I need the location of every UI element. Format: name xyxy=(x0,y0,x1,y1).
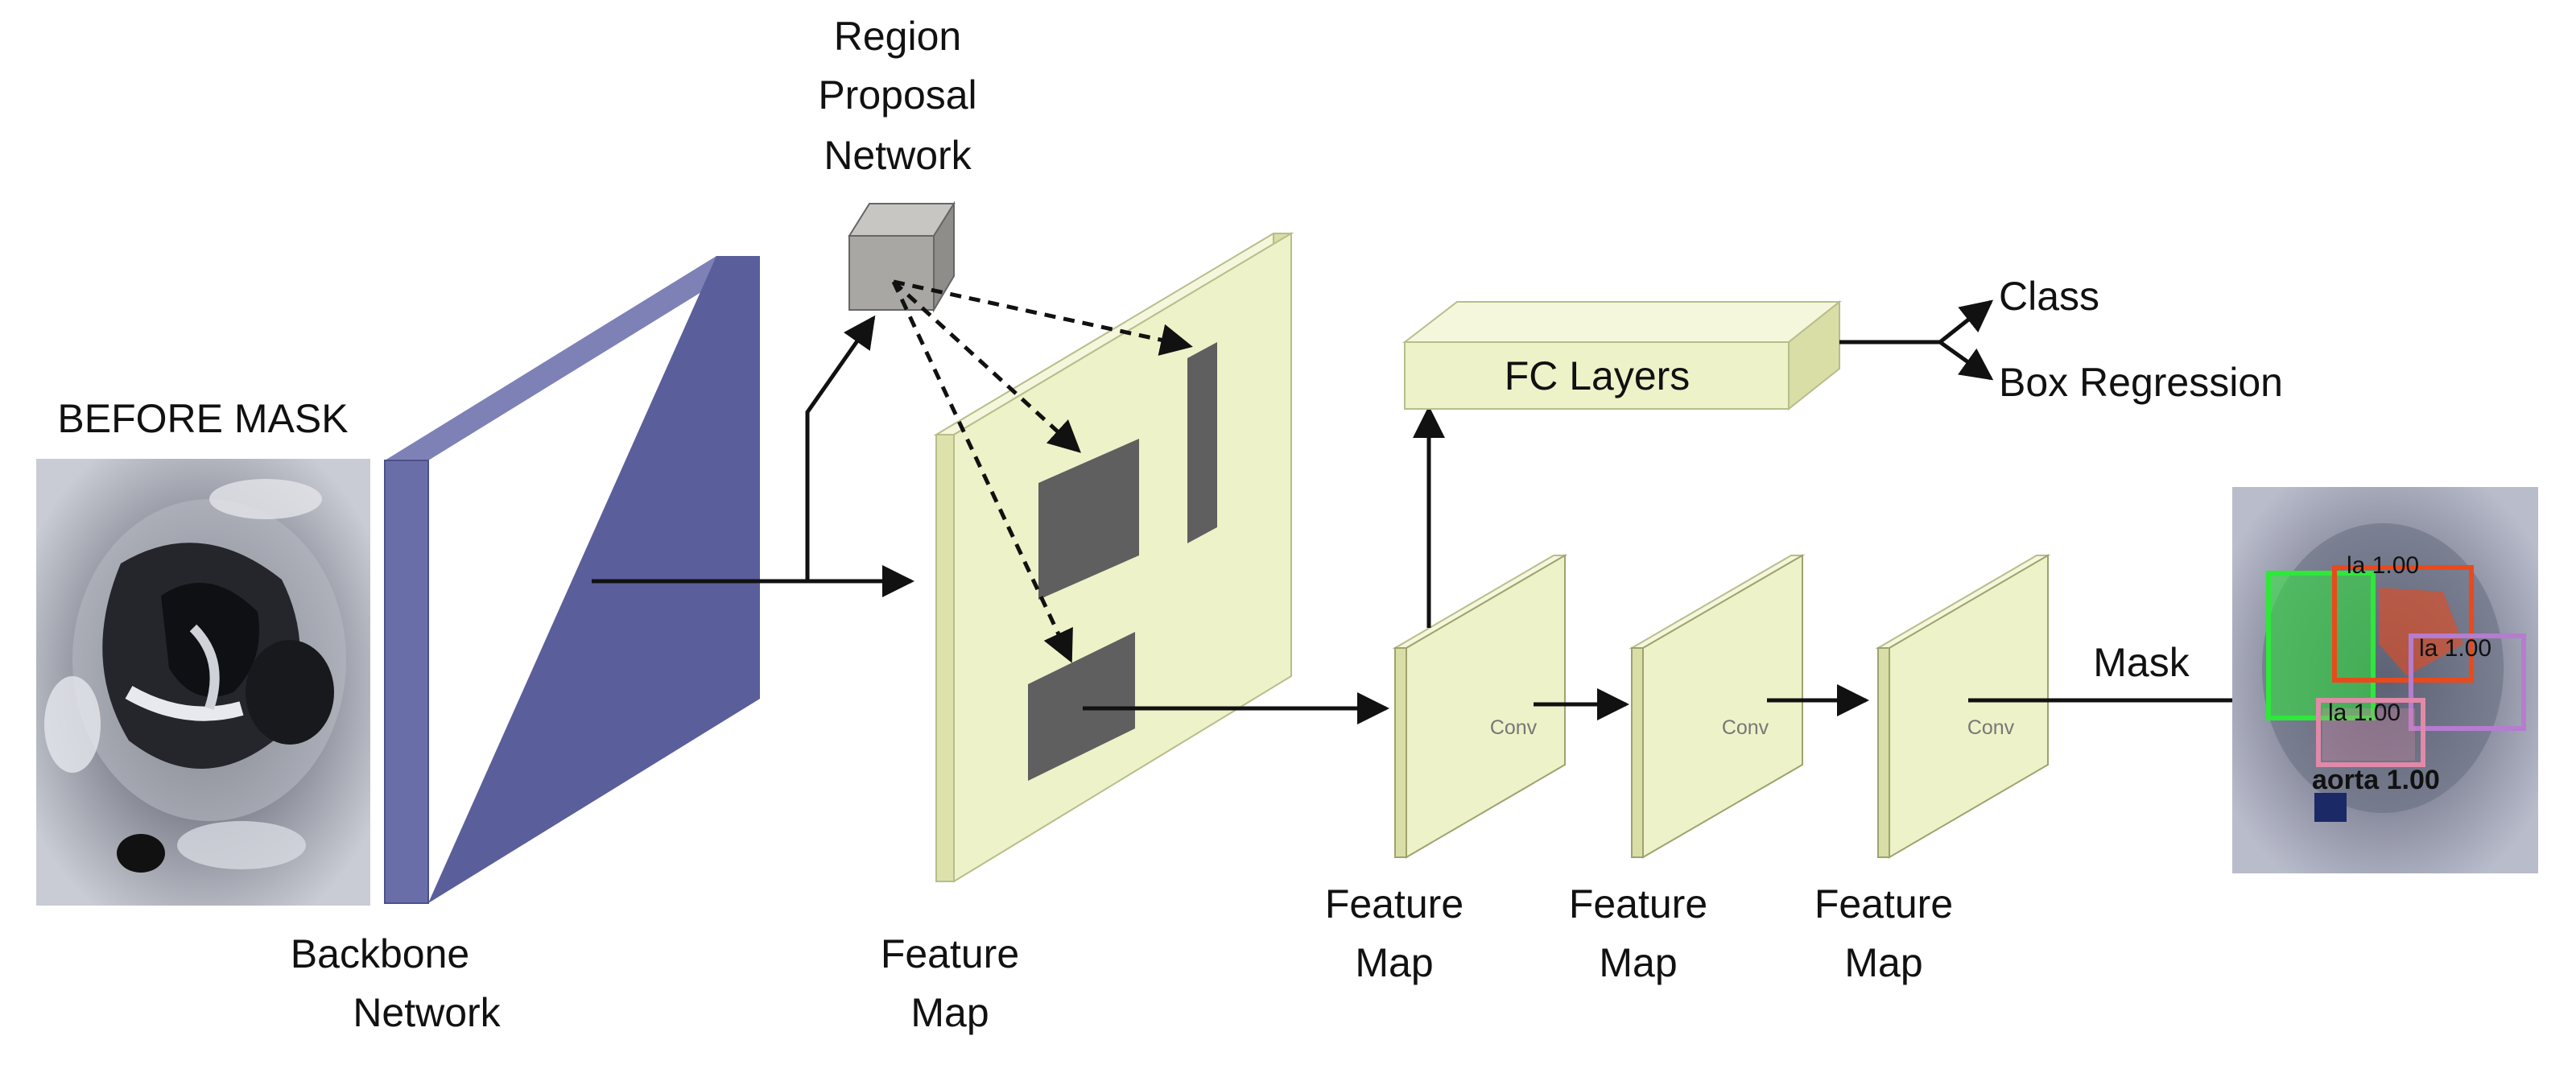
backbone-label-line2: Network xyxy=(353,990,501,1035)
feature-map-large xyxy=(933,232,1294,883)
feature-map-2: Conv xyxy=(1629,554,1806,859)
conv-label-2: Conv xyxy=(1722,716,1769,739)
region-proposal-2 xyxy=(1187,342,1217,543)
box-regression-label: Box Regression xyxy=(1999,360,2283,405)
conv-label-3: Conv xyxy=(1967,716,2015,739)
mask-text-aorta: aorta 1.00 xyxy=(2312,765,2440,795)
rpn-label-line3: Network xyxy=(824,133,972,178)
conv-label-1: Conv xyxy=(1490,716,1538,739)
class-label: Class xyxy=(1999,274,2099,319)
rpn-label-line2: Proposal xyxy=(818,72,976,118)
mask-text-la-3: la 1.00 xyxy=(2328,700,2401,726)
backbone-to-rpn-arrow xyxy=(805,315,876,581)
region-proposal-1 xyxy=(1038,439,1139,600)
feature-map-3-label-line2: Map xyxy=(1844,940,1922,985)
feature-map-3: Conv xyxy=(1875,554,2051,859)
feature-map-2-label-line1: Feature xyxy=(1569,881,1707,926)
feature-map-3-label-line1: Feature xyxy=(1814,881,1953,926)
mask-label: Mask xyxy=(2093,640,2190,685)
input-ultrasound-image xyxy=(36,459,370,906)
fc-layers-block xyxy=(1402,299,1842,411)
output-mask-image xyxy=(2232,487,2538,873)
backbone-label-line1: Backbone xyxy=(291,931,469,976)
feature-map-large-label-line1: Feature xyxy=(881,931,1019,976)
region-proposal-3 xyxy=(1028,632,1135,781)
feature-map-2-label-line2: Map xyxy=(1599,940,1677,985)
fc-to-box-arrow xyxy=(1938,340,1994,381)
feature-map-1: Conv xyxy=(1392,554,1568,859)
rpn-cube xyxy=(848,200,956,313)
rpn-label-line1: Region xyxy=(834,14,961,59)
fc-layers-label: FC Layers xyxy=(1505,353,1690,398)
feature-map-1-label-line1: Feature xyxy=(1325,881,1463,926)
mask-text-la-1: la 1.00 xyxy=(2347,552,2419,579)
feature-map-1-label-line2: Map xyxy=(1355,940,1433,985)
fc-to-class-arrow xyxy=(1938,299,1994,344)
mask-text-la-2: la 1.00 xyxy=(2419,635,2491,662)
rpn-proposal-arrows xyxy=(891,279,1193,663)
feature-map-large-label-line2: Map xyxy=(910,990,989,1035)
before-mask-label: BEFORE MASK xyxy=(57,396,348,441)
